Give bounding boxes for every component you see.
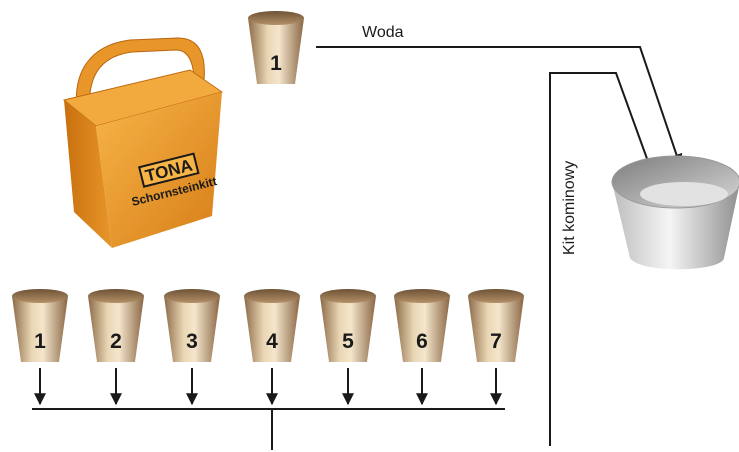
cup-rim: [320, 289, 376, 303]
cup-rim: [394, 289, 450, 303]
cup-rim: [244, 289, 300, 303]
cup-body: [394, 296, 450, 362]
cup-rim: [248, 11, 304, 25]
cup-6: 6: [394, 289, 450, 362]
cup-rim: [12, 289, 68, 303]
cup-number: 7: [490, 330, 502, 353]
cup-rim: [164, 289, 220, 303]
cup-number: 1: [34, 330, 46, 353]
cup-row: 1 2 3 4 5 6 7: [12, 289, 524, 406]
cup-number: 2: [110, 330, 122, 353]
product-box: TONA Schornsteinkitt: [62, 37, 224, 248]
bowl-inner-bottom: [640, 182, 728, 206]
cup-body: [88, 296, 144, 362]
water-cup-number: 1: [270, 52, 282, 75]
cup-body: [244, 296, 300, 362]
cup-number: 5: [342, 330, 354, 353]
cup-rim: [468, 289, 524, 303]
cup-number: 3: [186, 330, 198, 353]
cup-body: [12, 296, 68, 362]
cup-body: [248, 18, 304, 84]
cup-number: 4: [266, 330, 278, 353]
cup-1: 1: [12, 289, 68, 362]
cup-4: 4: [244, 289, 300, 362]
cup-7: 7: [468, 289, 524, 362]
cup-rim: [88, 289, 144, 303]
water-cup: 1: [248, 11, 304, 84]
cup-3: 3: [164, 289, 220, 362]
cup-2: 2: [88, 289, 144, 362]
water-flow-line: [316, 46, 683, 167]
cup-body: [320, 296, 376, 362]
cup-body: [164, 296, 220, 362]
cup-5: 5: [320, 289, 376, 362]
cup-number: 6: [416, 330, 428, 353]
mixing-bowl: [611, 155, 739, 270]
chimney-kit-label: Kit kominowy: [561, 161, 578, 255]
chimney-kit-flow-line: [549, 72, 656, 446]
box-side: [64, 100, 112, 248]
cup-body: [468, 296, 524, 362]
water-label: Woda: [362, 24, 404, 41]
box-logo-plate: [137, 152, 200, 188]
